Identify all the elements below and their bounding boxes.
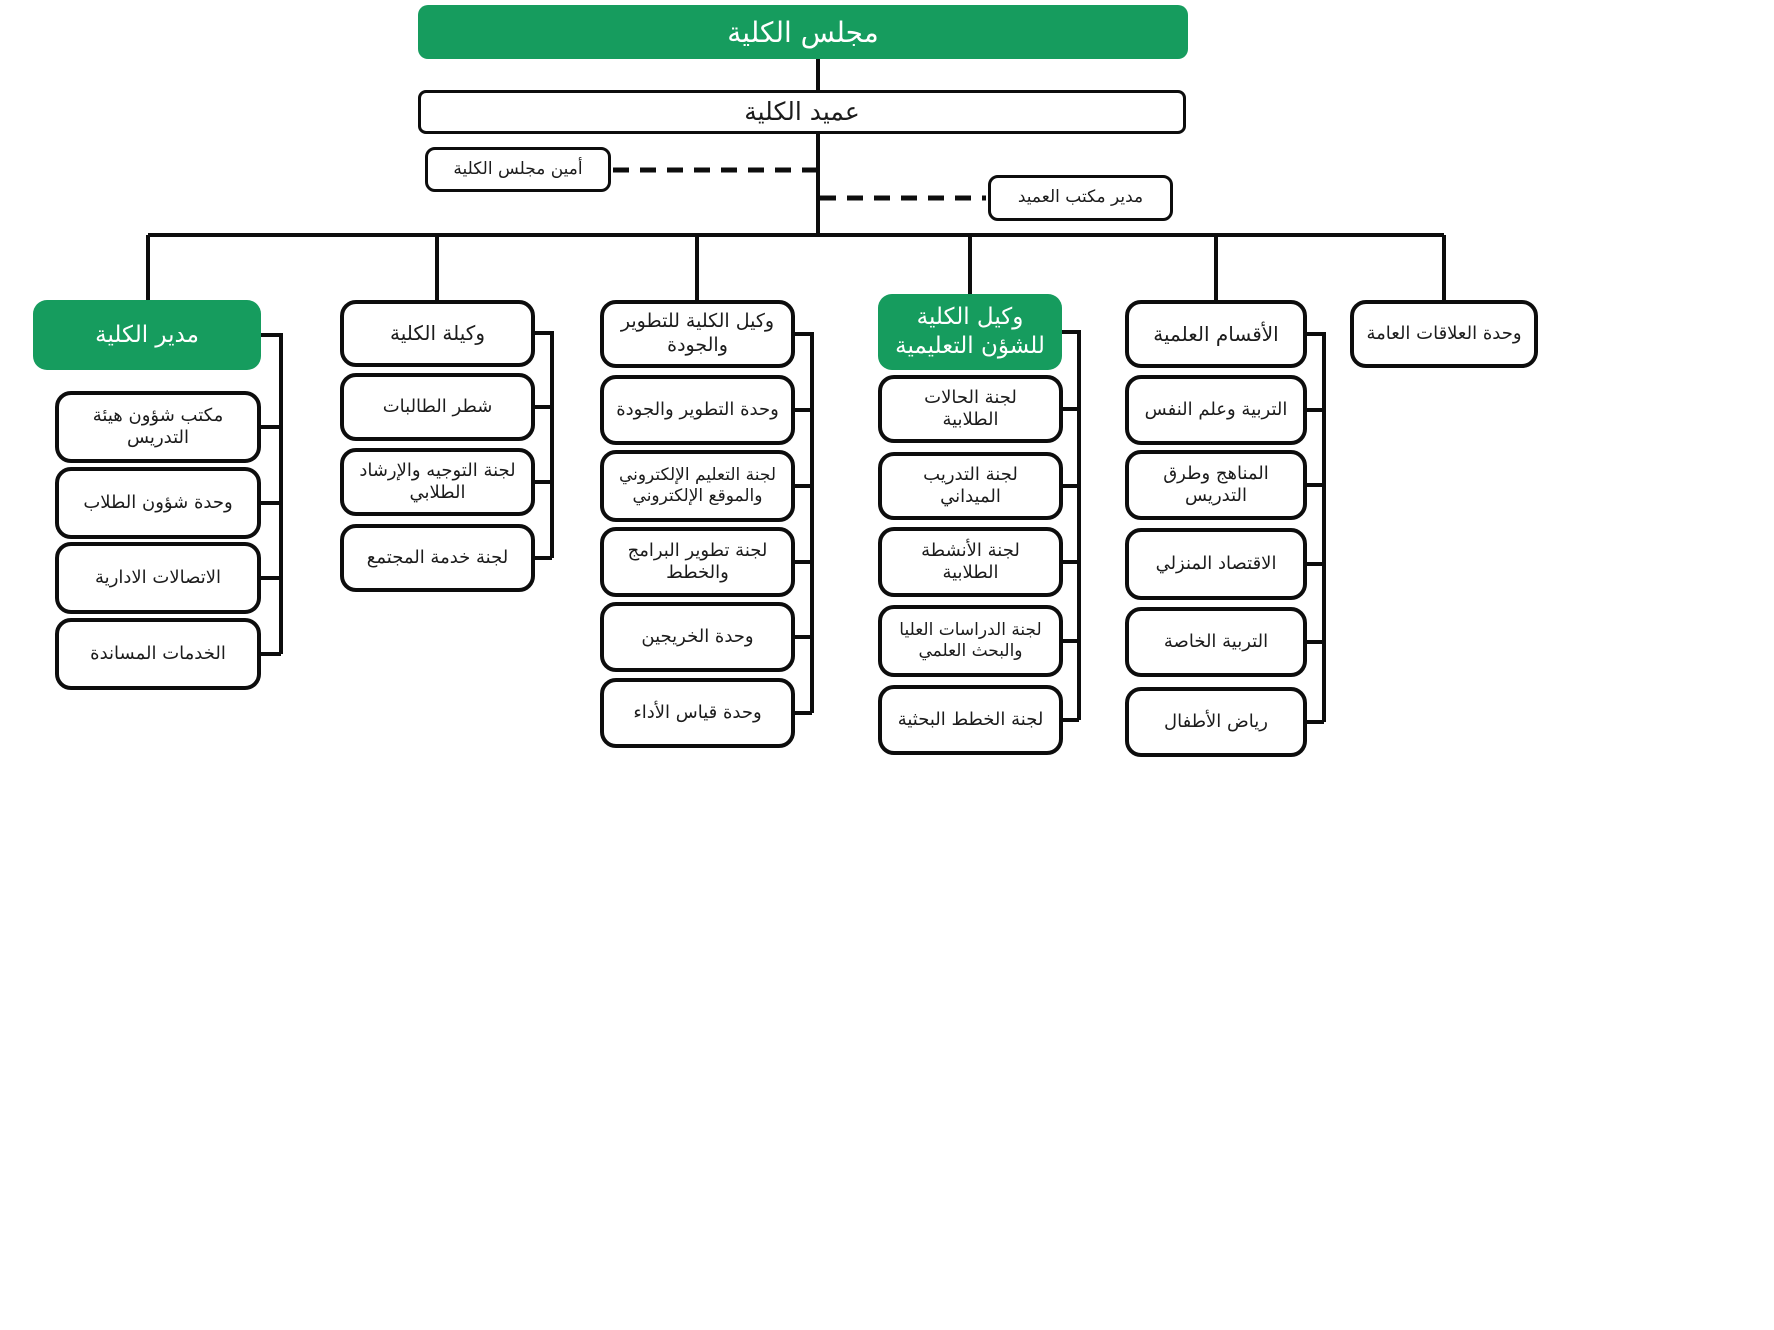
node-public-relations-unit: وحدة العلاقات العامة <box>1350 300 1538 368</box>
node-support-services: الخدمات المساندة <box>55 618 261 690</box>
node-faculty-affairs-office: مكتب شؤون هيئة التدريس <box>55 391 261 463</box>
node-programs-plans-committee: لجنة تطوير البرامج والخطط <box>600 527 795 597</box>
node-elearning-website-committee: لجنة التعليم الإلكتروني والموقع الإلكترو… <box>600 450 795 522</box>
node-college-director: مدير الكلية <box>33 300 261 370</box>
node-vice-dean-educational-affairs: وكيل الكلية للشؤن التعليمية <box>878 294 1062 370</box>
node-female-vice-dean: وكيلة الكلية <box>340 300 535 367</box>
node-council-secretary: أمين مجلس الكلية <box>425 147 611 192</box>
node-research-plans-committee: لجنة الخطط البحثية <box>878 685 1063 755</box>
node-education-psychology-dept: التربية وعلم النفس <box>1125 375 1307 445</box>
node-student-cases-committee: لجنة الحالات الطلابية <box>878 375 1063 443</box>
node-student-affairs-unit: وحدة شؤون الطلاب <box>55 467 261 539</box>
node-dean: عميد الكلية <box>418 90 1186 134</box>
node-home-economics-dept: الاقتصاد المنزلي <box>1125 528 1307 600</box>
node-field-training-committee: لجنة التدريب الميداني <box>878 452 1063 520</box>
node-college-council: مجلس الكلية <box>418 5 1188 59</box>
node-development-quality-unit: وحدة التطوير والجودة <box>600 375 795 445</box>
node-student-activities-committee: لجنة الأنشطة الطلابية <box>878 527 1063 597</box>
node-administrative-communications: الاتصالات الادارية <box>55 542 261 614</box>
spine-col5 <box>1307 332 1326 724</box>
node-alumni-unit: وحدة الخريجين <box>600 602 795 672</box>
node-female-students-section: شطر الطالبات <box>340 373 535 441</box>
node-dean-office-manager: مدير مكتب العميد <box>988 175 1173 221</box>
node-graduate-studies-research-committee: لجنة الدراسات العليا والبحث العلمي <box>878 605 1063 677</box>
node-kindergarten-dept: رياض الأطفال <box>1125 687 1307 757</box>
spine-col3 <box>795 332 814 715</box>
node-vice-dean-development-quality: وكيل الكلية للتطوير والجودة <box>600 300 795 368</box>
spine-col2 <box>535 331 554 560</box>
spine-col1 <box>261 333 283 656</box>
node-guidance-counseling-committee: لجنة التوجيه والإرشاد الطلابي <box>340 448 535 516</box>
spine-col4 <box>1062 330 1081 722</box>
node-community-service-committee: لجنة خدمة المجتمع <box>340 524 535 592</box>
node-academic-departments: الأقسام العلمية <box>1125 300 1307 368</box>
node-special-education-dept: التربية الخاصة <box>1125 607 1307 677</box>
node-curricula-teaching-methods-dept: المناهج وطرق التدريس <box>1125 450 1307 520</box>
node-performance-measurement-unit: وحدة قياس الأداء <box>600 678 795 748</box>
